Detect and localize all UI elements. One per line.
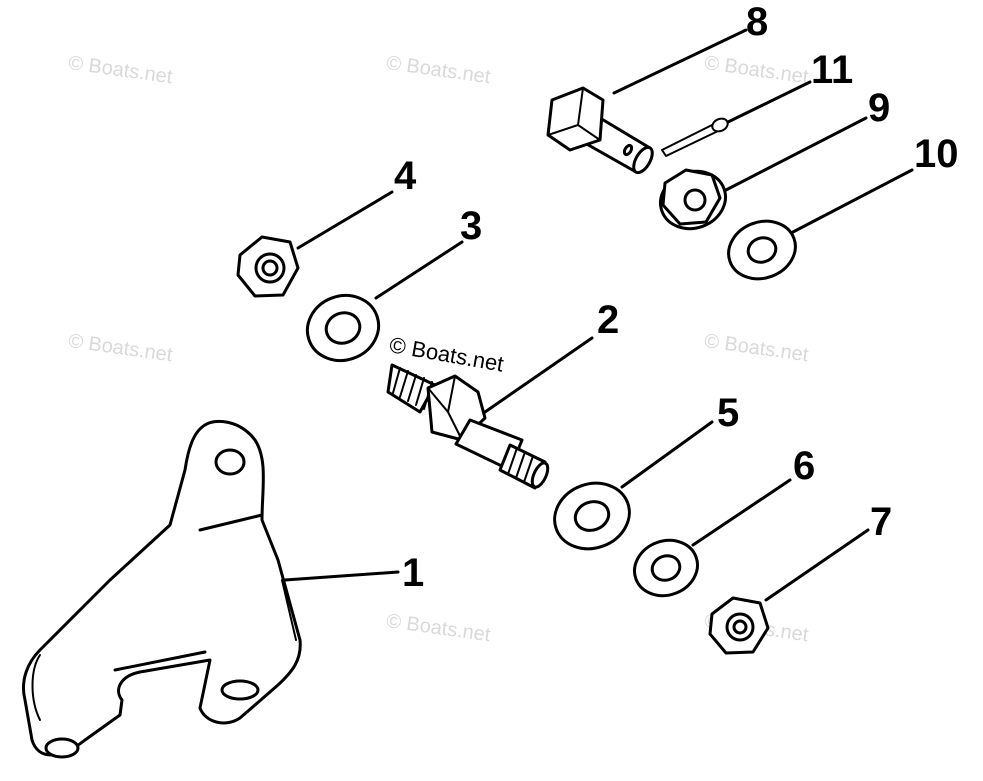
leader-line-2	[483, 336, 594, 414]
leader-line-5	[620, 420, 714, 489]
leader-line-4	[296, 190, 394, 250]
washer-part-6	[627, 532, 706, 605]
callout-10: 10	[914, 132, 959, 176]
leader-lines	[283, 28, 914, 602]
leader-line-1	[283, 570, 400, 582]
callout-11: 11	[811, 48, 854, 92]
callout-1: 1	[402, 551, 425, 595]
leader-line-7	[764, 528, 870, 602]
leader-line-6	[691, 478, 792, 547]
hex-nut-part-7	[710, 598, 768, 653]
callout-7: 7	[870, 500, 893, 544]
callout-9: 9	[868, 86, 891, 130]
leader-line-8	[612, 28, 748, 95]
callout-6: 6	[793, 444, 816, 488]
washer-part-3	[298, 286, 388, 371]
leader-line-11	[726, 80, 812, 124]
clevis-pin-part-8	[548, 88, 656, 176]
leader-line-9	[724, 116, 868, 192]
callout-8: 8	[746, 0, 769, 44]
cotter-pin-part-11	[662, 116, 730, 156]
washer-part-5	[545, 473, 638, 559]
callout-5: 5	[717, 391, 740, 435]
washer-part-10	[720, 212, 803, 288]
flange-nut-part-9	[652, 162, 733, 237]
callout-4: 4	[394, 154, 417, 198]
stud-part-2	[388, 365, 551, 489]
leader-line-10	[791, 168, 914, 234]
leader-line-3	[374, 240, 464, 300]
hex-nut-part-4	[238, 237, 298, 296]
callout-2: 2	[597, 298, 620, 342]
callout-3: 3	[460, 204, 483, 248]
bracket-part-1	[23, 421, 300, 757]
